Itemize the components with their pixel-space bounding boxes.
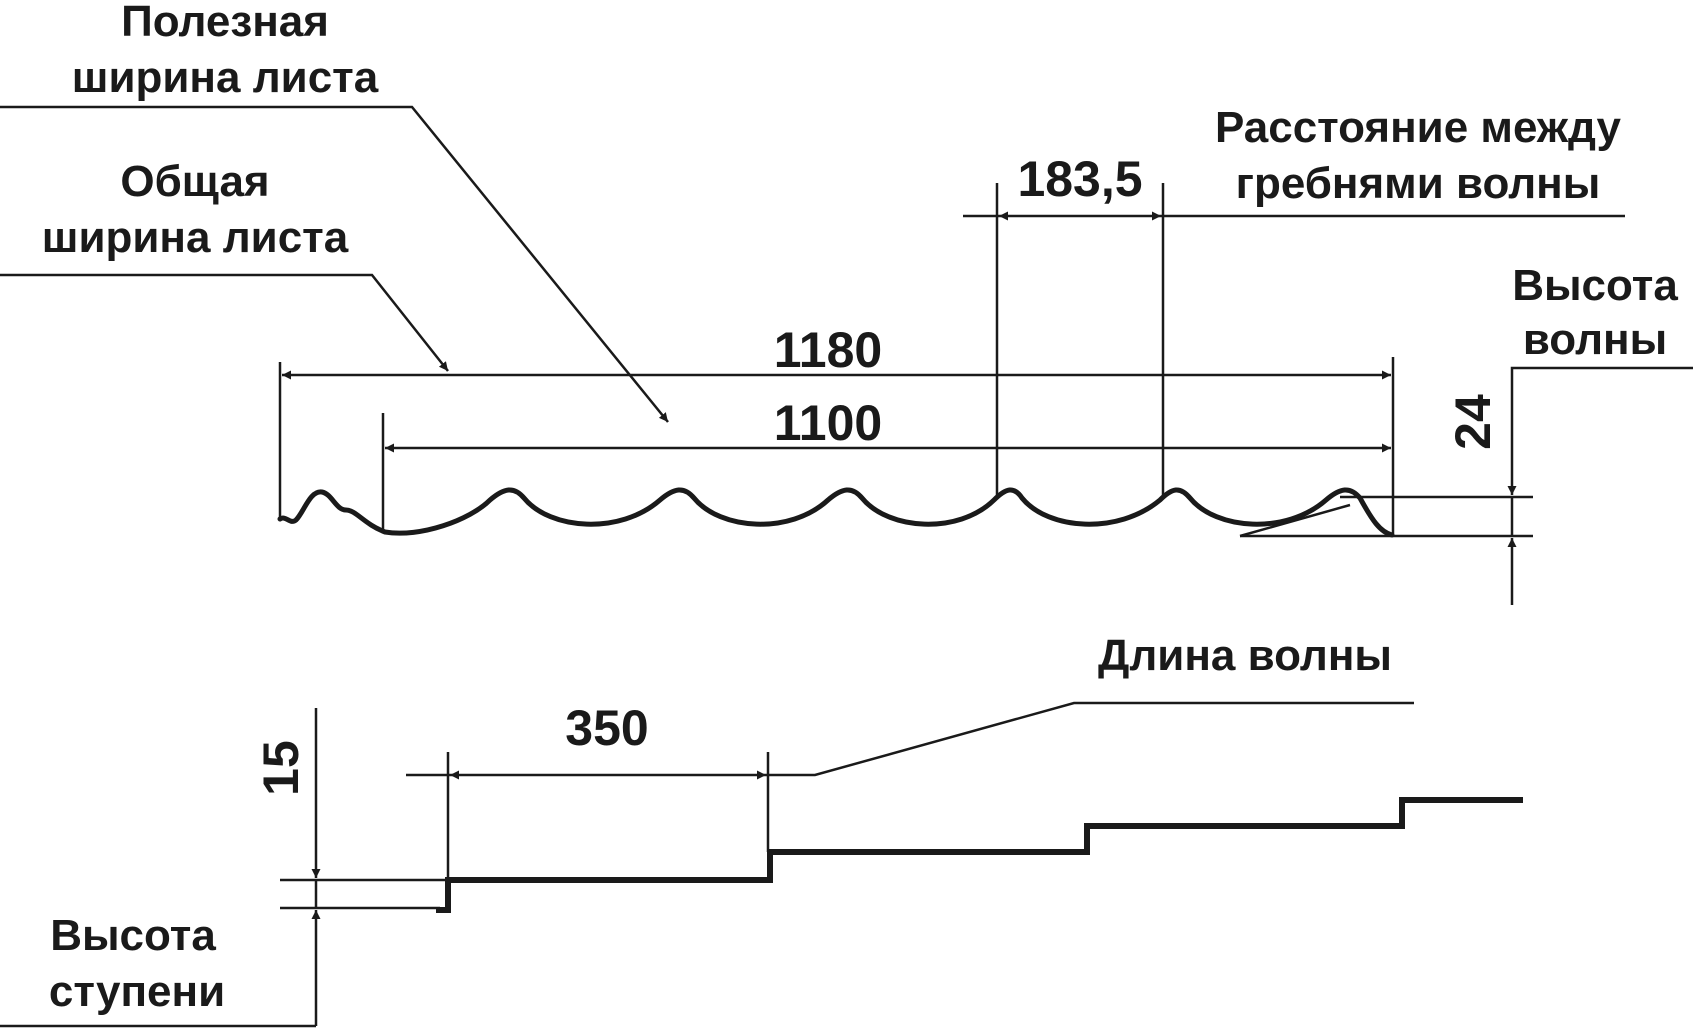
dimension-step-height: 15 [253,740,309,796]
sheet-wave-profile [277,487,1395,538]
label-useful-width-line1: Полезная [121,0,329,46]
label-wave-height-line1: Высота [1512,261,1678,310]
leader-useful-width [0,105,669,423]
dimension-crest-spacing: 183,5 [1017,151,1142,207]
dimension-total-width: 1180 [774,322,882,378]
label-step-height-line1: Высота [50,911,216,960]
label-step-height-line2: ступени [49,967,225,1016]
label-total-width-line2: ширина листа [42,213,349,262]
label-wave-height-line2: волны [1523,315,1667,364]
dimension-useful-width: 1100 [774,395,882,451]
label-crest-distance-line2: гребнями волны [1236,159,1601,208]
label-wave-length: Длина волны [1098,631,1392,680]
leader-wave-height [1510,366,1693,440]
label-crest-distance-line1: Расстояние между [1215,103,1622,152]
label-useful-width-line2: ширина листа [72,53,379,102]
leader-total-width [0,273,449,372]
wave-height-base-line [1239,503,1351,538]
leader-wave-length [766,701,1414,777]
label-total-width-line1: Общая [120,157,269,206]
dimension-wave-height: 24 [1445,394,1501,450]
sheet-step-profile [436,797,1523,913]
dimension-wave-length: 350 [565,700,648,756]
